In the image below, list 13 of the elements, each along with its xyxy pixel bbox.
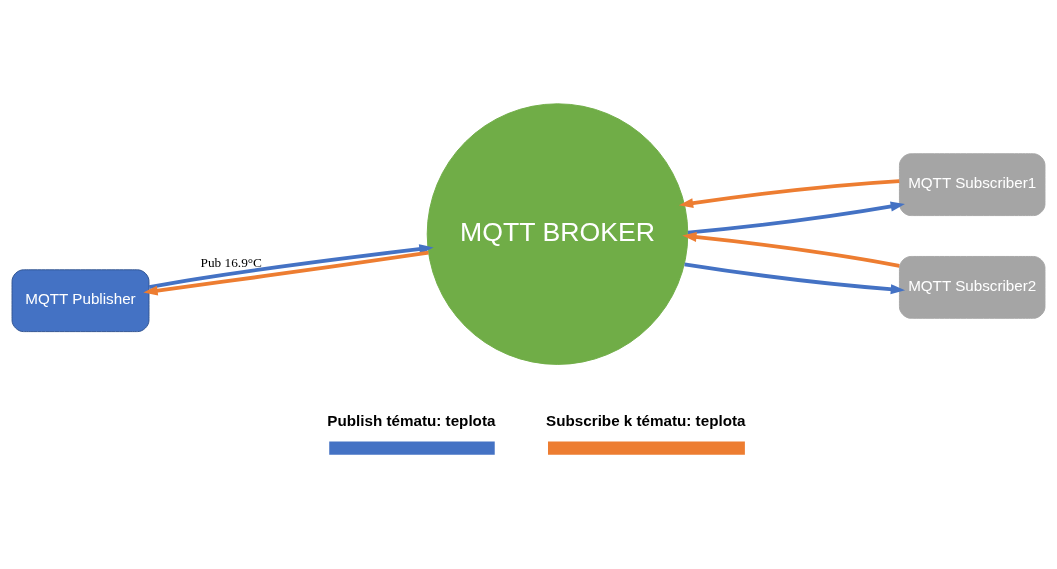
arrow bbox=[682, 231, 900, 268]
arrow bbox=[148, 243, 434, 289]
arrow bbox=[687, 201, 905, 234]
edge-label: Pub 16.9°C bbox=[200, 254, 263, 270]
node-box: MQTT Subscriber1 bbox=[898, 152, 1046, 216]
arrow bbox=[678, 178, 900, 208]
node-box: MQTT Publisher bbox=[11, 268, 150, 332]
legend-label: Subscribe k tématu: teplota bbox=[546, 411, 746, 429]
node-box: MQTT Subscriber2 bbox=[898, 255, 1046, 319]
node-circle: MQTT BROKER bbox=[426, 102, 689, 365]
legend-label: Publish tématu: teplota bbox=[327, 411, 496, 429]
arrow bbox=[143, 250, 429, 296]
arrow bbox=[684, 261, 906, 294]
